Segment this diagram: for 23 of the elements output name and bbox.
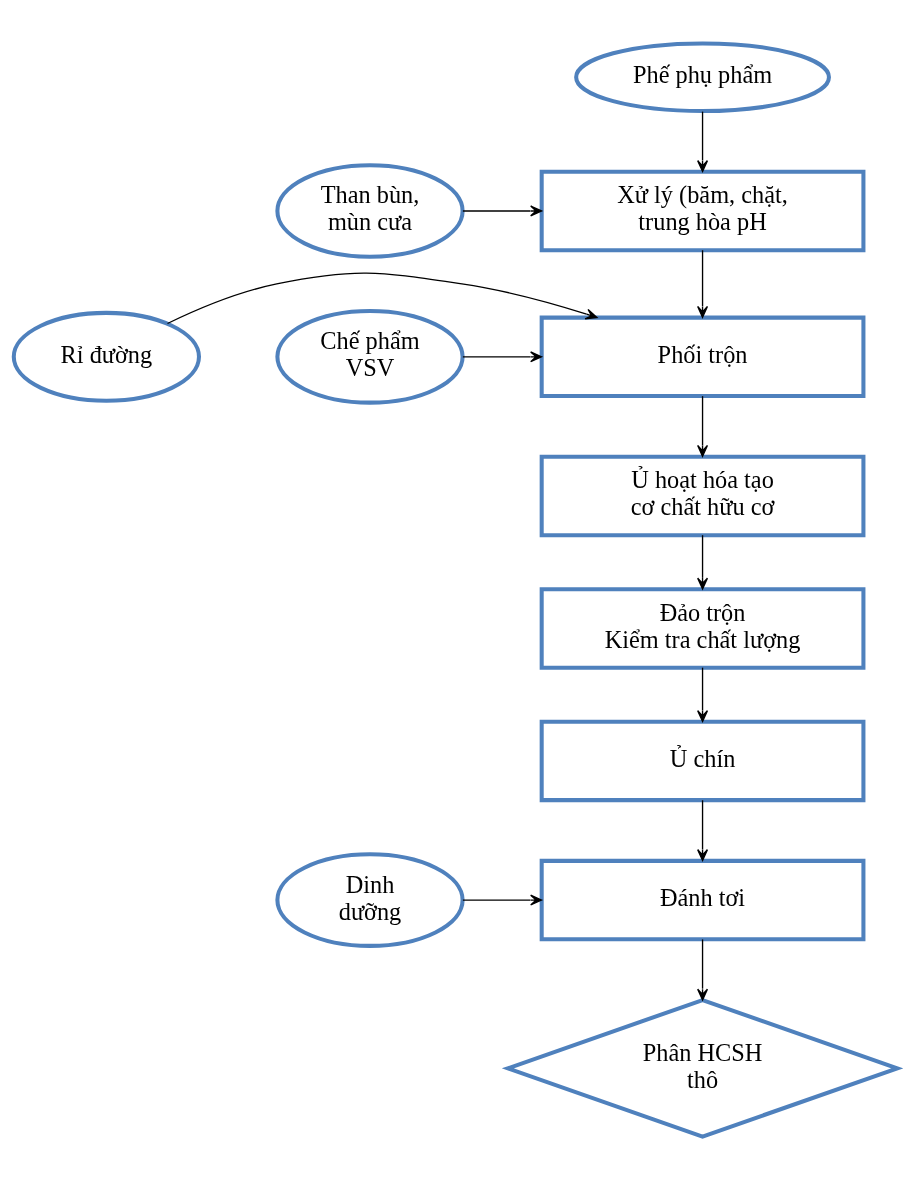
node-ellipse: Chế phẩm VSV [275,308,465,405]
node-box: Đảo trộn Kiểm tra chất lượng [539,586,866,670]
arrow [462,350,543,362]
node-box: Xử lý (băm, chặt, trung hòa pH [539,169,866,252]
arrow [697,395,709,457]
node-diamond: Phân HCSH thô [501,997,903,1139]
node-box: Ủ chín [539,719,866,802]
arrow [697,249,709,318]
arrow [697,666,709,722]
node-ellipse: Than bùn, mùn cưa [275,162,465,259]
node-box: Phối trộn [539,315,866,398]
node-box: Ủ hoạt hóa tạo cơ chất hữu cơ [539,454,866,537]
arrow [697,938,709,1001]
arrow [462,894,543,906]
arrow [166,272,598,324]
node-ellipse: Phế phụ phẩm [574,40,831,113]
arrow [697,110,709,172]
arrow [462,204,543,216]
node-box: Đánh tơi [539,858,866,941]
arrow [697,534,709,590]
node-ellipse: Rỉ đường [11,310,201,403]
node-ellipse: Dinh dưỡng [275,851,465,948]
arrow [697,799,709,861]
